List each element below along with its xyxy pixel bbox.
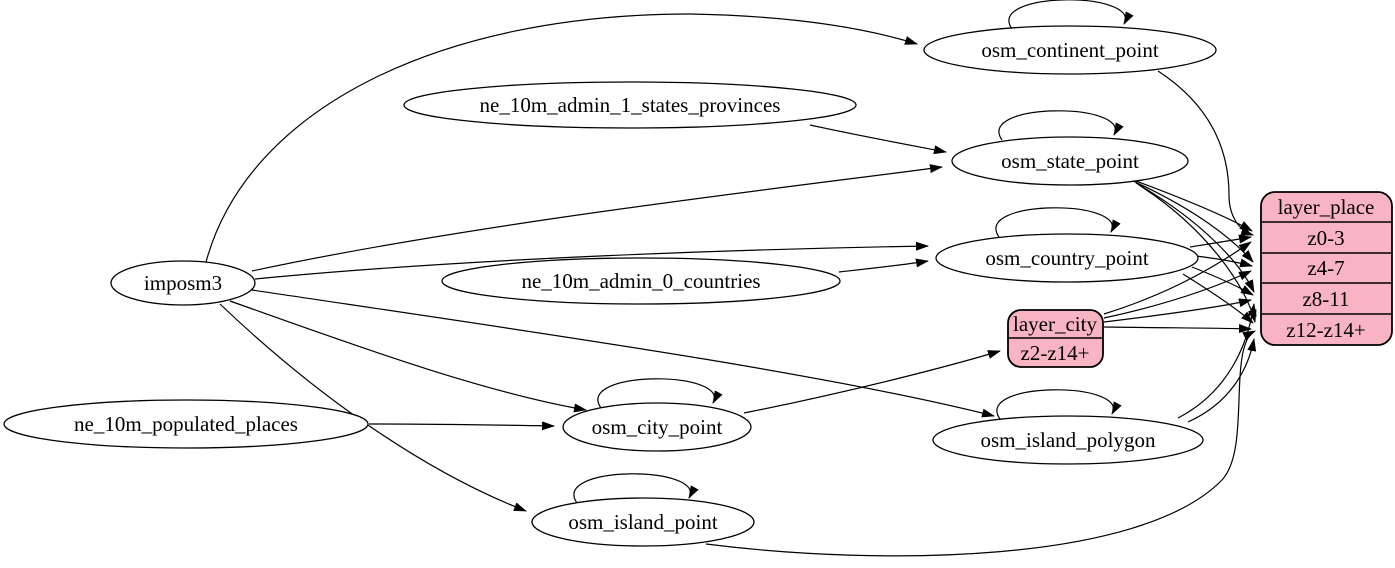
osm_island_polygon-ellipse [932, 415, 1204, 465]
node-osm_continent_point: osm_continent_point [923, 25, 1217, 75]
edge-osm_city_point-to-layer_city-z2-z14 [743, 350, 1001, 414]
ne_10m_populated_places-ellipse [3, 399, 369, 449]
edge-osm_state_point-to-layer_place-z4-7 [1132, 180, 1254, 263]
osm_country_point-ellipse [935, 233, 1199, 283]
edge-osm_country_point-to-layer_place-z4-7 [1195, 255, 1253, 268]
osm_city_point-label: osm_city_point [592, 415, 723, 439]
node-osm_city_point: osm_city_point [562, 402, 752, 452]
layer_place-row-z0-3: z0-3 [1307, 226, 1344, 250]
edge-imposm3-to-osm_country_point [254, 241, 929, 280]
edge-ne_10m_admin_1_states_provinces-to-osm_state_point [809, 124, 947, 155]
edge-selfloop-osm_island_point [573, 473, 699, 504]
layer_city-title: layer_city [1013, 312, 1097, 336]
edge-layer_city-to-layer_place-z4-7 [1103, 270, 1252, 319]
edge-selfloop-osm_continent_point [1008, 0, 1134, 30]
edge-imposm3-to-osm_continent_point [205, 13, 918, 263]
edge-osm_island_point-to-layer_place-z12-z14 [705, 330, 1256, 557]
ne_10m_admin_1_states_provinces-label: ne_10m_admin_1_states_provinces [480, 93, 781, 117]
osm_state_point-label: osm_state_point [1001, 149, 1139, 173]
edge-imposm3-to-osm_state_point [251, 164, 943, 272]
node-ne_10m_admin_0_countries: ne_10m_admin_0_countries [441, 257, 841, 305]
record-layer_place: layer_place z0-3 z4-7 z8-11 z12-z14+ [1260, 191, 1393, 346]
imposm3-ellipse [110, 260, 256, 306]
edge-selfloop-osm_island_polygon [996, 389, 1122, 420]
node-imposm3: imposm3 [110, 260, 256, 306]
edge-osm_island_polygon-to-layer_place-z8-11 [1177, 303, 1257, 419]
edge-osm_country_point-to-layer_place-z12-z14 [1182, 273, 1254, 324]
layer_place-box [1260, 191, 1393, 346]
node-ne_10m_populated_places: ne_10m_populated_places [3, 399, 369, 449]
osm_country_point-label: osm_country_point [985, 246, 1148, 270]
edge-layer_city-to-layer_place-z0-3 [1103, 241, 1252, 315]
edge-osm_state_point-to-layer_place-z8-11 [1135, 182, 1255, 293]
edge-osm_continent_point-to-layer_place-z0-3 [1157, 70, 1254, 236]
osm_island_polygon-label: osm_island_polygon [980, 428, 1156, 452]
edge-ne_10m_populated_places-to-osm_city_point [368, 421, 555, 431]
edge-osm_state_point-to-layer_place-z0-3 [1127, 177, 1253, 232]
node-osm_island_polygon: osm_island_polygon [932, 415, 1204, 465]
imposm3-label: imposm3 [144, 271, 222, 295]
layer_place-row-z8-11: z8-11 [1302, 287, 1349, 311]
ne_10m_admin_0_countries-ellipse [441, 257, 841, 305]
osm_state_point-ellipse [951, 136, 1189, 186]
edge-imposm3-to-osm_city_point [229, 300, 587, 413]
ne_10m_populated_places-label: ne_10m_populated_places [74, 412, 298, 436]
osm_island_point-label: osm_island_point [568, 510, 718, 534]
node-ne_10m_admin_1_states_provinces: ne_10m_admin_1_states_provinces [403, 81, 857, 129]
layer_city-row-z2-z14: z2-z14+ [1021, 341, 1090, 365]
edge-ne_10m_admin_0_countries-to-osm_country_point [838, 258, 929, 273]
osm_continent_point-label: osm_continent_point [981, 38, 1158, 62]
edge-layer_city-to-layer_place-z12-z14 [1103, 324, 1252, 334]
edge-selfloop-osm_state_point [998, 110, 1124, 141]
osm_continent_point-ellipse [923, 25, 1217, 75]
record-layer_city: layer_city z2-z14+ [1007, 309, 1104, 368]
layer_place-title: layer_place [1278, 195, 1375, 219]
edge-imposm3-to-osm_island_polygon [251, 289, 995, 418]
node-osm_state_point: osm_state_point [951, 136, 1189, 186]
edge-osm_country_point-to-layer_place-z8-11 [1191, 266, 1254, 296]
edge-selfloop-osm_city_point [597, 378, 723, 409]
layer_place-row-z4-7: z4-7 [1307, 256, 1344, 280]
layer_place-row-z12-z14: z12-z14+ [1286, 318, 1365, 342]
osm_city_point-ellipse [562, 402, 752, 452]
edge-osm_country_point-to-layer_place-z0-3 [1189, 234, 1252, 248]
edge-selfloop-osm_country_point [995, 207, 1121, 238]
node-osm_island_point: osm_island_point [531, 497, 755, 547]
node-osm_country_point: osm_country_point [935, 233, 1199, 283]
ne_10m_admin_0_countries-label: ne_10m_admin_0_countries [521, 269, 760, 293]
edge-layer_city-to-layer_place-z8-11 [1103, 298, 1252, 323]
edge-osm_island_polygon-to-layer_place-z12-z14 [1187, 338, 1257, 423]
ne_10m_admin_1_states_provinces-ellipse [403, 81, 857, 129]
osm_island_point-ellipse [531, 497, 755, 547]
